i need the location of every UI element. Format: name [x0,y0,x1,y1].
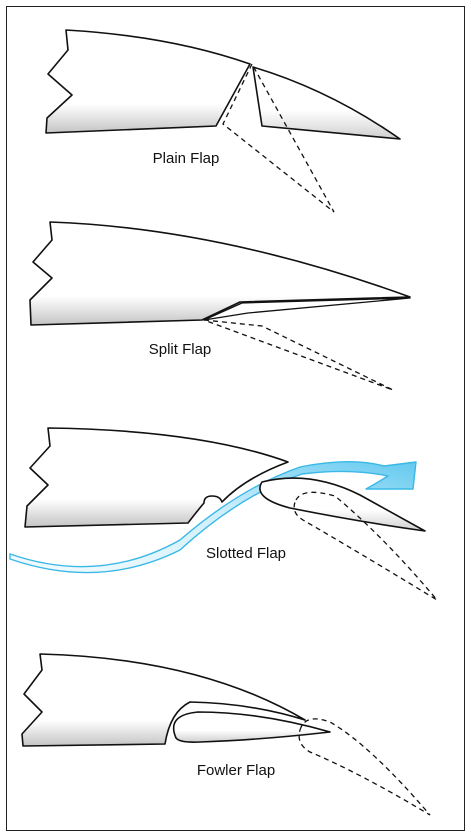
fowler-flap-deflected-outline [298,718,431,816]
slotted-flap-wing-section [24,427,289,528]
plain-flap-group [45,29,401,213]
slotted-flap-label: Slotted Flap [205,545,287,562]
split-flap-neutral-flap [203,297,411,321]
slotted-flap-deflected-outline [293,491,438,601]
slotted-flap-group [9,427,438,601]
fowler-flap-wing-section [21,653,306,747]
slotted-flap-airflow-arrow [9,461,417,574]
fowler-flap-neutral-flap [172,711,331,743]
plain-flap-neutral-flap [252,66,401,140]
fowler-flap-label: Fowler Flap [196,762,276,779]
fowler-flap-group [21,653,431,816]
plain-flap-label: Plain Flap [152,150,220,167]
slotted-flap-neutral-flap [259,477,426,532]
split-flap-label: Split Flap [148,341,212,358]
split-flap-group [29,221,411,391]
plain-flap-deflected-outline [222,62,335,213]
split-flap-wing-section [29,221,411,326]
plain-flap-wing-section [45,29,251,134]
split-flap-deflected-outline [203,319,394,391]
